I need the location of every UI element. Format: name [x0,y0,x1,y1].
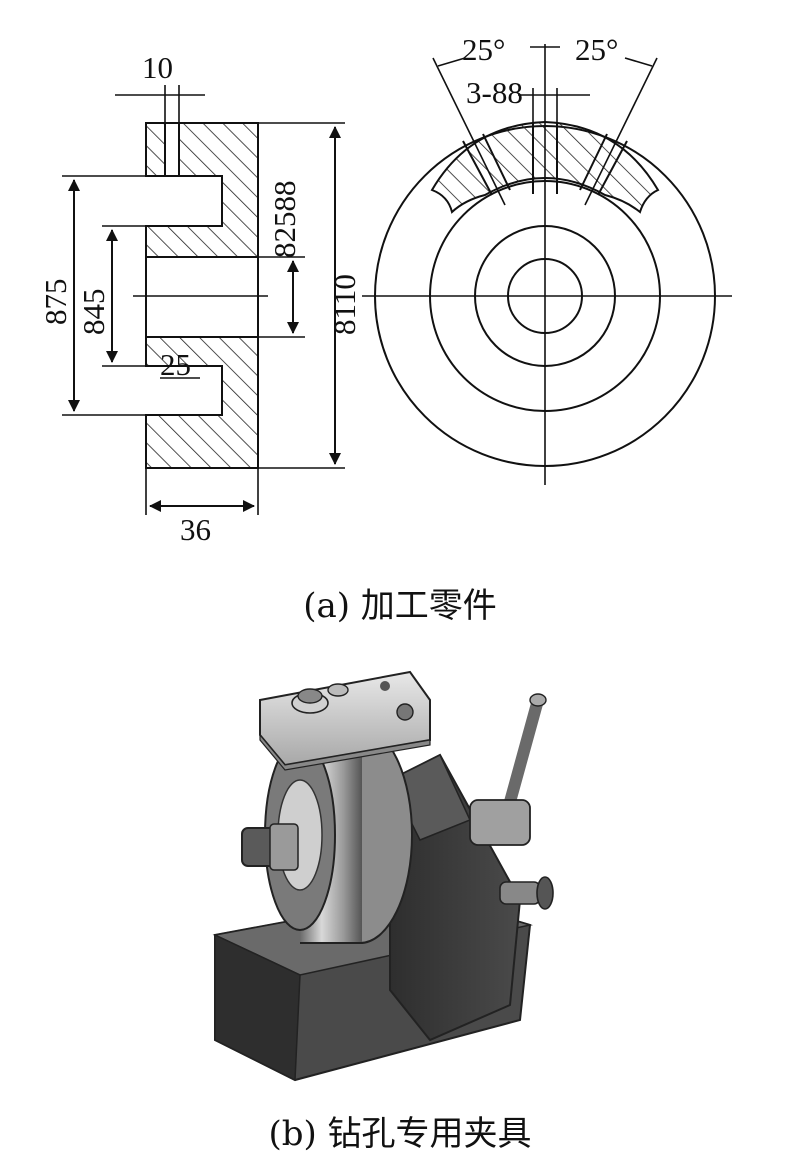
dim-10: 10 [142,50,173,85]
angle-left: 25° [462,32,505,67]
dim-36: 36 [180,512,211,547]
caption-b: (b) 钻孔专用夹具 [268,1114,531,1154]
dim-875: 875 [38,279,73,326]
front-view: 25° 25° 3-88 [362,32,732,485]
angle-right: 25° [575,32,618,67]
dim-8110: 8110 [327,274,362,335]
dim-845: 845 [76,289,111,336]
fixture-bushing-2 [327,683,349,697]
dim-82588: 82588 [267,181,302,259]
fixture-illustration [212,670,554,1082]
fixture-screw-2 [396,703,414,721]
fixture-screw-1 [380,681,390,691]
fixture-index-pin [499,881,541,905]
section-view: 10 875 845 82588 8110 25 36 [38,50,362,547]
dim-25: 25 [160,347,191,382]
holes-label: 3-88 [466,75,523,110]
section-top-hatch [145,122,259,258]
section-top-hole [164,122,180,177]
caption-a: (a) 加工零件 [303,586,497,626]
